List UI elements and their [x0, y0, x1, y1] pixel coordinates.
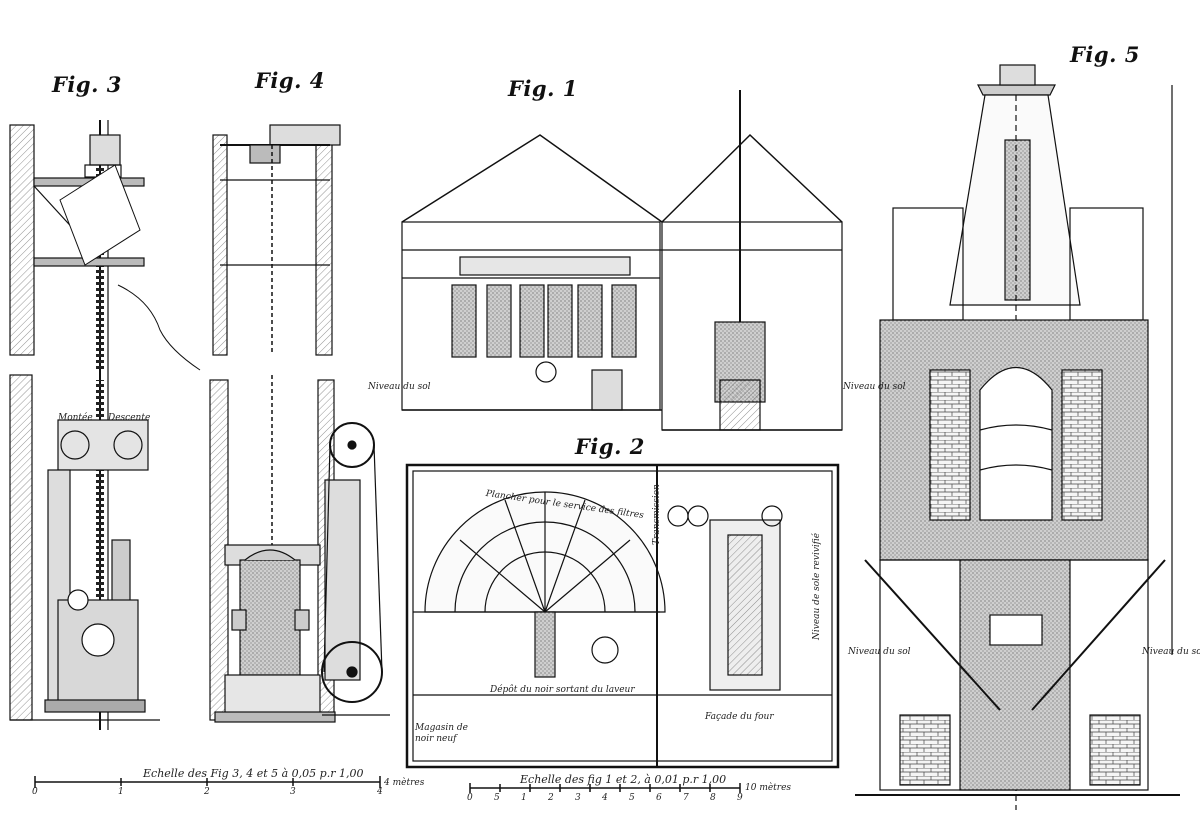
fig1-drawing — [401, 90, 843, 431]
scale-tick-right: 0 — [467, 793, 473, 803]
fig4-drawing — [209, 124, 390, 723]
scale-bar-right — [469, 783, 741, 793]
scale-tick-right: 6 — [656, 793, 662, 803]
scale-tick-right: 5 — [494, 793, 500, 803]
scale-caption-left: Echelle des Fig 3, 4 et 5 à 0,05 p.r 1,0… — [143, 767, 364, 780]
scale-tick-right: 3 — [575, 793, 581, 803]
scale-tick-right: 7 — [683, 793, 689, 803]
fig5-drawing — [855, 64, 1180, 810]
fig2-label: Fig. 2 — [575, 434, 645, 459]
niveau-sol-fig5-left: Niveau du sol — [848, 647, 911, 657]
scale-caption-right: Echelle des fig 1 et 2, à 0,01 p.r 1,00 — [520, 773, 727, 786]
niveau-sol-fig1-right: Niveau du sol — [843, 382, 906, 392]
scale-tick-right: 9 — [737, 793, 743, 803]
montee-label: Montée — [58, 413, 93, 423]
descente-label: Descente — [108, 413, 151, 423]
scale-tick-right: 5 — [629, 793, 635, 803]
niveau-sol-fig1-left: Niveau du sol — [368, 382, 431, 392]
magasin-label: Magasin de noir neuf — [415, 723, 468, 744]
fig3-drawing — [9, 120, 201, 730]
fig2-drawing — [405, 463, 840, 769]
scale-tick-left: 2 — [204, 787, 210, 797]
scale-tick-right: 1 — [521, 793, 527, 803]
scale-unit-right: 10 mètres — [745, 783, 792, 793]
scale-tick-left: 3 — [290, 787, 296, 797]
niveau-sole-label: Niveau de sole revivifié — [812, 532, 822, 640]
fig3-label: Fig. 3 — [52, 72, 122, 97]
fig1-label: Fig. 1 — [508, 76, 578, 101]
niveau-sol-fig5-right: Niveau du sol — [1142, 647, 1200, 657]
scale-unit-left: 4 mètres — [384, 778, 425, 788]
fig5-label: Fig. 5 — [1070, 42, 1140, 67]
scale-tick-right: 8 — [710, 793, 716, 803]
scale-tick-left: 0 — [32, 787, 38, 797]
fig4-label: Fig. 4 — [255, 68, 325, 93]
scale-tick-right: 4 — [602, 793, 608, 803]
facade-label: Façade du four — [705, 712, 774, 722]
depot-label: Dépôt du noir sortant du laveur — [490, 685, 635, 695]
scale-tick-left: 1 — [118, 787, 124, 797]
scale-tick-right: 2 — [548, 793, 554, 803]
scale-tick-left: 4 — [377, 787, 383, 797]
transmission-label: Transmission — [652, 484, 662, 545]
scale-bar-left — [34, 776, 381, 788]
